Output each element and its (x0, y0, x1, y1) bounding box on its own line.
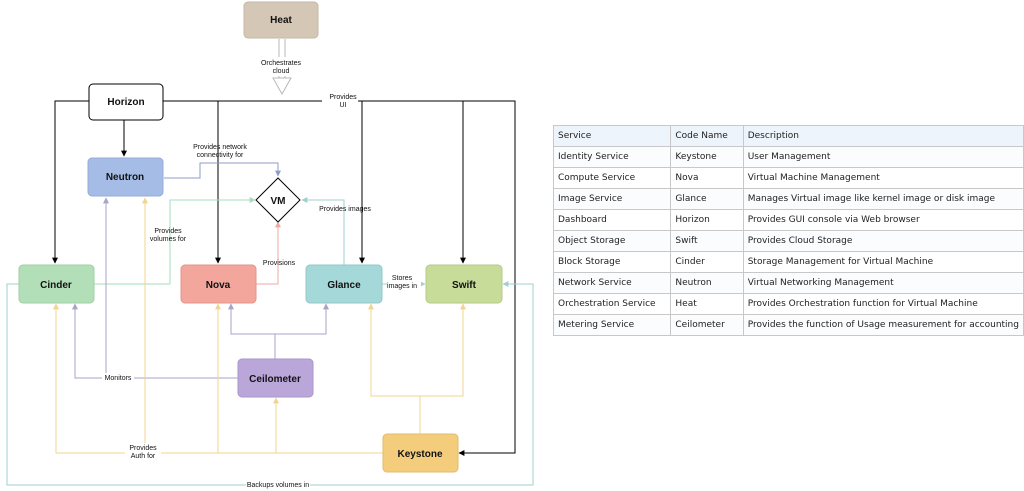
cell-description: Manages Virtual image like kernel image … (742, 188, 1024, 210)
cell-description: Virtual Machine Management (742, 167, 1024, 189)
cell-description: Provides the function of Usage measureme… (742, 314, 1024, 336)
label-monitors: Monitors (105, 375, 132, 382)
cell-code-name: Swift (670, 230, 744, 252)
cell-code-name: Nova (670, 167, 744, 189)
edge-neutron-connectivity (164, 162, 281, 179)
table-row: Orchestration Service Heat Provides Orch… (552, 293, 1024, 315)
table-row: Identity Service Keystone User Managemen… (552, 146, 1024, 168)
node-cinder-label: Cinder (40, 280, 72, 291)
table-row: Metering Service Ceilometer Provides the… (552, 314, 1024, 336)
node-neutron: Neutron (87, 157, 164, 197)
node-swift: Swift (425, 264, 503, 304)
edge-glance-images (301, 197, 345, 265)
cell-code-name: Heat (670, 293, 744, 315)
cell-code-name: Ceilometer (670, 314, 744, 336)
label-network-2: connectivity for (197, 152, 244, 159)
table-row: Compute Service Nova Virtual Machine Man… (552, 167, 1024, 189)
node-vm-label: VM (271, 196, 286, 207)
cell-service: Dashboard (552, 209, 672, 231)
label-provisions: Provisions (263, 260, 296, 267)
label-volumes-1: Provides (154, 228, 182, 235)
cell-service: Image Service (552, 188, 672, 210)
cell-service: Network Service (552, 272, 672, 294)
cell-code-name: Cinder (670, 251, 744, 273)
cell-service: Metering Service (552, 314, 672, 336)
label-volumes-2: volumes for (150, 236, 187, 243)
node-ceilometer: Ceilometer (237, 358, 314, 398)
node-neutron-label: Neutron (106, 172, 144, 183)
cell-code-name: Glance (670, 188, 744, 210)
cell-description: Provides Orchestration function for Virt… (742, 293, 1024, 315)
cell-description: Virtual Networking Management (742, 272, 1024, 294)
cell-description: Storage Management for Virtual Machine (742, 251, 1024, 273)
node-glance-label: Glance (327, 280, 361, 291)
label-provides-ui-1: Provides (329, 94, 357, 101)
table-header-row: Service Code Name Description (552, 125, 1024, 147)
node-nova-label: Nova (206, 280, 231, 291)
cell-description: Provides Cloud Storage (742, 230, 1024, 252)
table-row: Network Service Neutron Virtual Networki… (552, 272, 1024, 294)
table-row: Image Service Glance Manages Virtual ima… (552, 188, 1024, 210)
cell-code-name: Horizon (670, 209, 744, 231)
label-auth-1: Provides (129, 445, 157, 452)
cell-service: Block Storage (552, 251, 672, 273)
edge-keystone-auth (53, 197, 466, 454)
node-swift-label: Swift (452, 280, 477, 291)
header-service: Service (552, 125, 672, 147)
node-horizon: Horizon (88, 83, 164, 121)
label-backups: Backups volumes in (247, 482, 309, 489)
header-code-name: Code Name (670, 125, 744, 147)
header-description: Description (742, 125, 1024, 147)
cell-service: Compute Service (552, 167, 672, 189)
label-orchestrates-1: Orchestrates (261, 60, 302, 67)
label-stores-2: images in (387, 283, 417, 290)
services-table: Service Code Name Description Identity S… (552, 125, 1024, 336)
edge-cinder-volumes (94, 197, 256, 285)
table-row: Object Storage Swift Provides Cloud Stor… (552, 230, 1024, 252)
cell-code-name: Keystone (670, 146, 744, 168)
node-ceilometer-label: Ceilometer (249, 374, 301, 385)
cell-service: Identity Service (552, 146, 672, 168)
node-heat: Heat (243, 1, 319, 39)
cell-service: Orchestration Service (552, 293, 672, 315)
node-horizon-label: Horizon (107, 97, 144, 108)
edge-nova-provisions (256, 221, 281, 285)
node-keystone-label: Keystone (397, 449, 442, 460)
table-row: Block Storage Cinder Storage Management … (552, 251, 1024, 273)
node-nova: Nova (180, 264, 257, 304)
node-vm: VM (255, 177, 301, 223)
openstack-architecture-diagram: Orchestrates cloud Provides UI Provides … (6, 1, 534, 489)
label-provides-ui-2: UI (340, 102, 347, 109)
cell-service: Object Storage (552, 230, 672, 252)
label-orchestrates-2: cloud (273, 68, 290, 75)
cell-description: User Management (742, 146, 1024, 168)
label-stores-1: Stores (392, 275, 413, 282)
edge-ceilometer-monitors (72, 197, 329, 379)
node-keystone: Keystone (382, 433, 459, 473)
label-provides-images: Provides images (319, 206, 371, 213)
cell-description: Provides GUI console via Web browser (742, 209, 1024, 231)
label-auth-2: Auth for (131, 453, 156, 460)
cell-code-name: Neutron (670, 272, 744, 294)
node-heat-label: Heat (270, 15, 292, 26)
table-row: Dashboard Horizon Provides GUI console v… (552, 209, 1024, 231)
node-glance: Glance (305, 264, 383, 304)
node-cinder: Cinder (18, 264, 95, 304)
label-network-1: Provides network (193, 144, 247, 151)
